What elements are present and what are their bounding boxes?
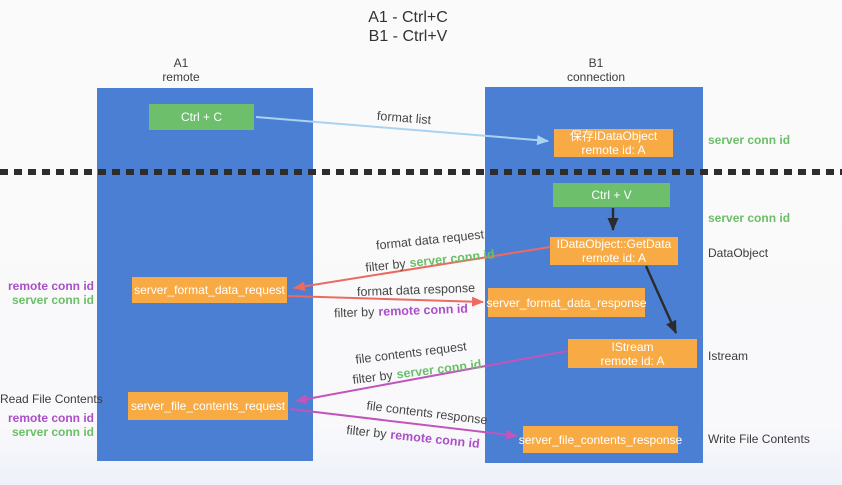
label-remote-conn-id-left-bottom: remote conn id	[7, 411, 94, 425]
server-conn-id-text: server conn id	[395, 357, 483, 382]
node-file-request-label: server_file_contents_request	[130, 399, 286, 413]
lifeline-b1-name: B1	[588, 56, 604, 70]
node-server-format-data-request: server_format_data_request	[132, 277, 287, 303]
label-remote-conn-id-left-top: remote conn id	[7, 279, 94, 293]
node-istream: IStream remote id: A	[568, 339, 697, 368]
filter-by-text: filter by	[364, 256, 407, 275]
node-istream-line2: remote id: A	[600, 353, 665, 368]
lifeline-a1-role: remote	[162, 70, 200, 84]
lifeline-a1-name: A1	[173, 56, 189, 70]
node-format-response-label: server_format_data_response	[486, 295, 647, 310]
filter-by-text: filter by	[345, 423, 388, 442]
node-save-idataobject-line1: 保存IDataObject	[569, 129, 658, 143]
node-istream-line1: IStream	[611, 339, 654, 354]
label-dataobject: DataObject	[708, 246, 769, 260]
node-ctrl-v-label: Ctrl + V	[591, 188, 632, 202]
node-file-response-label: server_file_contents_response	[518, 432, 683, 447]
lifeline-b1-role: connection	[566, 70, 626, 84]
label-write-file-contents: Write File Contents	[708, 432, 810, 446]
diagram-title: A1 - Ctrl+C B1 - Ctrl+V	[308, 8, 508, 46]
filter-by-text: filter by	[351, 368, 394, 387]
node-idataobject-getdata: IDataObject::GetData remote id: A	[550, 237, 678, 265]
lifeline-header-a1: A1 remote	[121, 56, 241, 84]
remote-conn-id-text: remote conn id	[378, 301, 469, 319]
server-conn-id-text: server conn id	[408, 247, 496, 271]
node-ctrl-v: Ctrl + V	[553, 183, 670, 207]
node-server-file-contents-request: server_file_contents_request	[128, 392, 288, 420]
label-server-conn-id-right-mid: server conn id	[708, 211, 791, 225]
lifeline-header-b1: B1 connection	[536, 56, 656, 84]
node-save-idataobject-line2: remote id: A	[581, 143, 646, 157]
node-format-request-label: server_format_data_request	[134, 283, 285, 297]
label-format-list: format list	[376, 108, 432, 128]
title-line-1: A1 - Ctrl+C	[368, 9, 448, 26]
filter-by-text: filter by	[333, 304, 375, 321]
node-server-format-data-response: server_format_data_response	[486, 288, 647, 317]
label-file-contents-response: file contents response	[365, 398, 489, 428]
label-server-conn-id-left-top: server conn id	[11, 293, 94, 307]
label-server-conn-id-right-top: server conn id	[708, 133, 791, 147]
node-server-file-contents-response: server_file_contents_response	[519, 426, 682, 453]
node-getdata-line1: IDataObject::GetData	[556, 237, 672, 251]
node-save-idataobject: 保存IDataObject remote id: A	[554, 129, 673, 157]
label-server-conn-id-left-bottom: server conn id	[11, 425, 94, 439]
remote-conn-id-text: remote conn id	[389, 427, 481, 451]
copy-paste-divider-dotted-line	[0, 169, 842, 175]
label-format-data-response: format data response	[356, 280, 476, 300]
label-read-file-contents: Read File Contents	[0, 392, 103, 406]
title-line-2: B1 - Ctrl+V	[368, 28, 448, 45]
label-istream: Istream	[708, 349, 749, 363]
label-format-data-request: format data request	[375, 227, 485, 253]
node-ctrl-c: Ctrl + C	[149, 104, 254, 130]
node-getdata-line2: remote id: A	[581, 251, 647, 265]
node-ctrl-c-label: Ctrl + C	[180, 110, 222, 124]
